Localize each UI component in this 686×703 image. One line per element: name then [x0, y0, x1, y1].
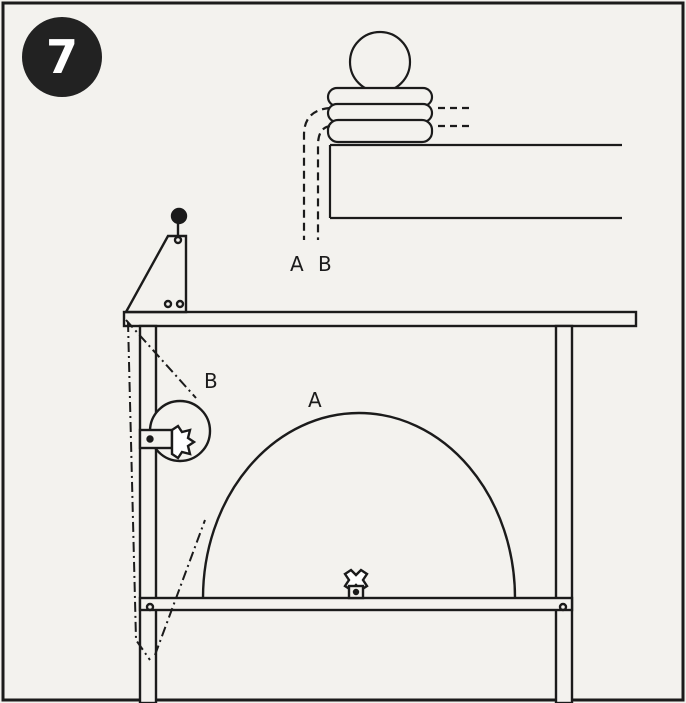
path-label-a: A — [308, 388, 322, 412]
wheel-a — [201, 411, 517, 600]
wheel-a-hub-bolt — [352, 588, 360, 596]
lower-rail — [138, 596, 574, 612]
path-label-b: B — [204, 369, 218, 393]
step-number: 7 — [46, 30, 78, 84]
bracket-hole-bottom-left — [163, 299, 173, 309]
spool-holder-b — [138, 399, 212, 463]
bracket-plate — [123, 234, 188, 314]
thread-path-a-wheel — [154, 519, 206, 656]
thread-guide-bracket — [123, 207, 188, 314]
bracket-hole-bottom-right — [175, 299, 185, 309]
thread-paths — [125, 319, 206, 661]
spool-b-mount-bolt — [146, 435, 154, 443]
spool-b-mount — [138, 428, 174, 450]
spool-b-wingnut — [170, 424, 197, 460]
left-leg — [138, 324, 158, 703]
inset-thread-b — [316, 124, 331, 240]
table — [122, 310, 638, 703]
inset-label-a: A — [290, 252, 304, 276]
rail-bolt-right — [558, 602, 568, 612]
thread-path-a-left — [127, 321, 151, 661]
step-badge-circle — [22, 17, 102, 97]
inset-detail — [302, 30, 622, 240]
bracket-knob — [170, 207, 188, 225]
rail-bolt-left — [145, 602, 155, 612]
inset-thread-a — [302, 106, 331, 240]
inset-ball — [348, 30, 412, 94]
bracket-hole-top — [173, 235, 183, 245]
tabletop — [122, 310, 638, 328]
thread-path-b-upper — [125, 319, 197, 399]
wheel-a-arc — [201, 411, 517, 599]
inset-ring-3 — [326, 118, 434, 144]
inset-label-b: B — [318, 252, 332, 276]
step-badge: 7 — [22, 17, 102, 97]
right-leg — [554, 324, 574, 703]
